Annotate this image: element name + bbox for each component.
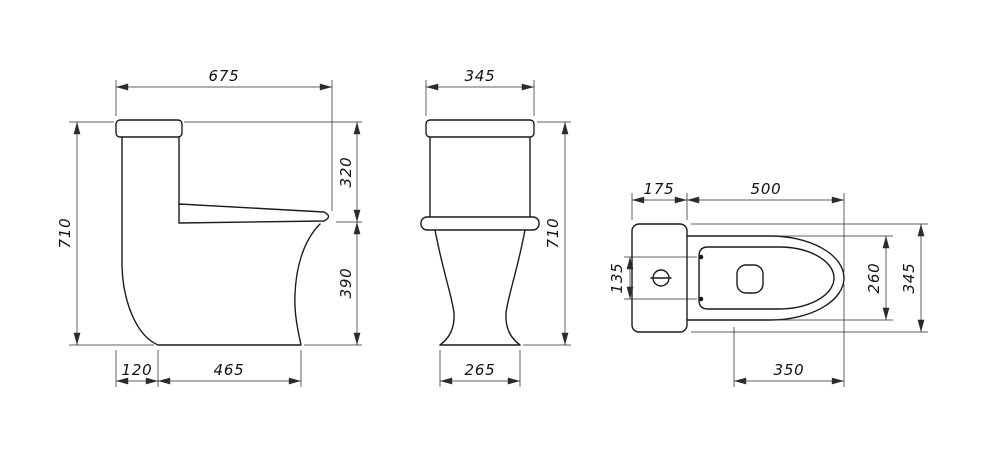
dim-top-tank-depth: 175 (643, 180, 674, 198)
side-dimensions: 675 710 320 390 120 465 (56, 67, 362, 387)
side-outline (115, 119, 330, 346)
top-seat-ring (698, 246, 835, 310)
front-dimensions: 345 710 265 (425, 67, 571, 387)
dim-front-base-width: 265 (464, 361, 495, 379)
dim-side-height: 710 (56, 217, 74, 248)
front-pedestal-right (505, 229, 526, 346)
dim-side-base-length: 465 (213, 361, 244, 379)
front-pedestal-left (434, 229, 455, 346)
dim-front-width: 345 (464, 67, 495, 85)
side-view: 675 710 320 390 120 465 (56, 67, 362, 387)
dim-side-upper-height: 320 (337, 156, 355, 187)
dim-side-bowl-height: 390 (337, 267, 355, 298)
dim-top-bowl-length: 500 (750, 180, 781, 198)
front-view: 345 710 265 (420, 67, 571, 387)
top-water-spot (736, 264, 764, 294)
dim-top-front-length: 350 (773, 361, 804, 379)
dim-top-bowl-width: 260 (865, 262, 883, 293)
front-outline (420, 119, 540, 346)
dim-side-base-offset: 120 (121, 361, 152, 379)
top-bowl-outer (686, 235, 845, 321)
front-seat (420, 216, 540, 231)
hinge-hole-top (698, 254, 704, 260)
dim-side-overall-length: 675 (208, 67, 239, 85)
hinge-hole-bottom (698, 296, 704, 302)
dim-front-height: 710 (544, 217, 562, 248)
dim-top-hinge-spacing: 135 (608, 262, 626, 293)
top-view: 175 500 135 260 345 350 (608, 180, 928, 387)
dim-top-overall-width: 345 (900, 262, 918, 293)
side-body-outline (121, 136, 321, 346)
side-tank-lid (115, 119, 183, 138)
front-tank-lid (425, 119, 535, 138)
side-seat (178, 203, 330, 224)
top-dimensions: 175 500 135 260 345 350 (608, 180, 928, 387)
top-outline (631, 223, 845, 333)
